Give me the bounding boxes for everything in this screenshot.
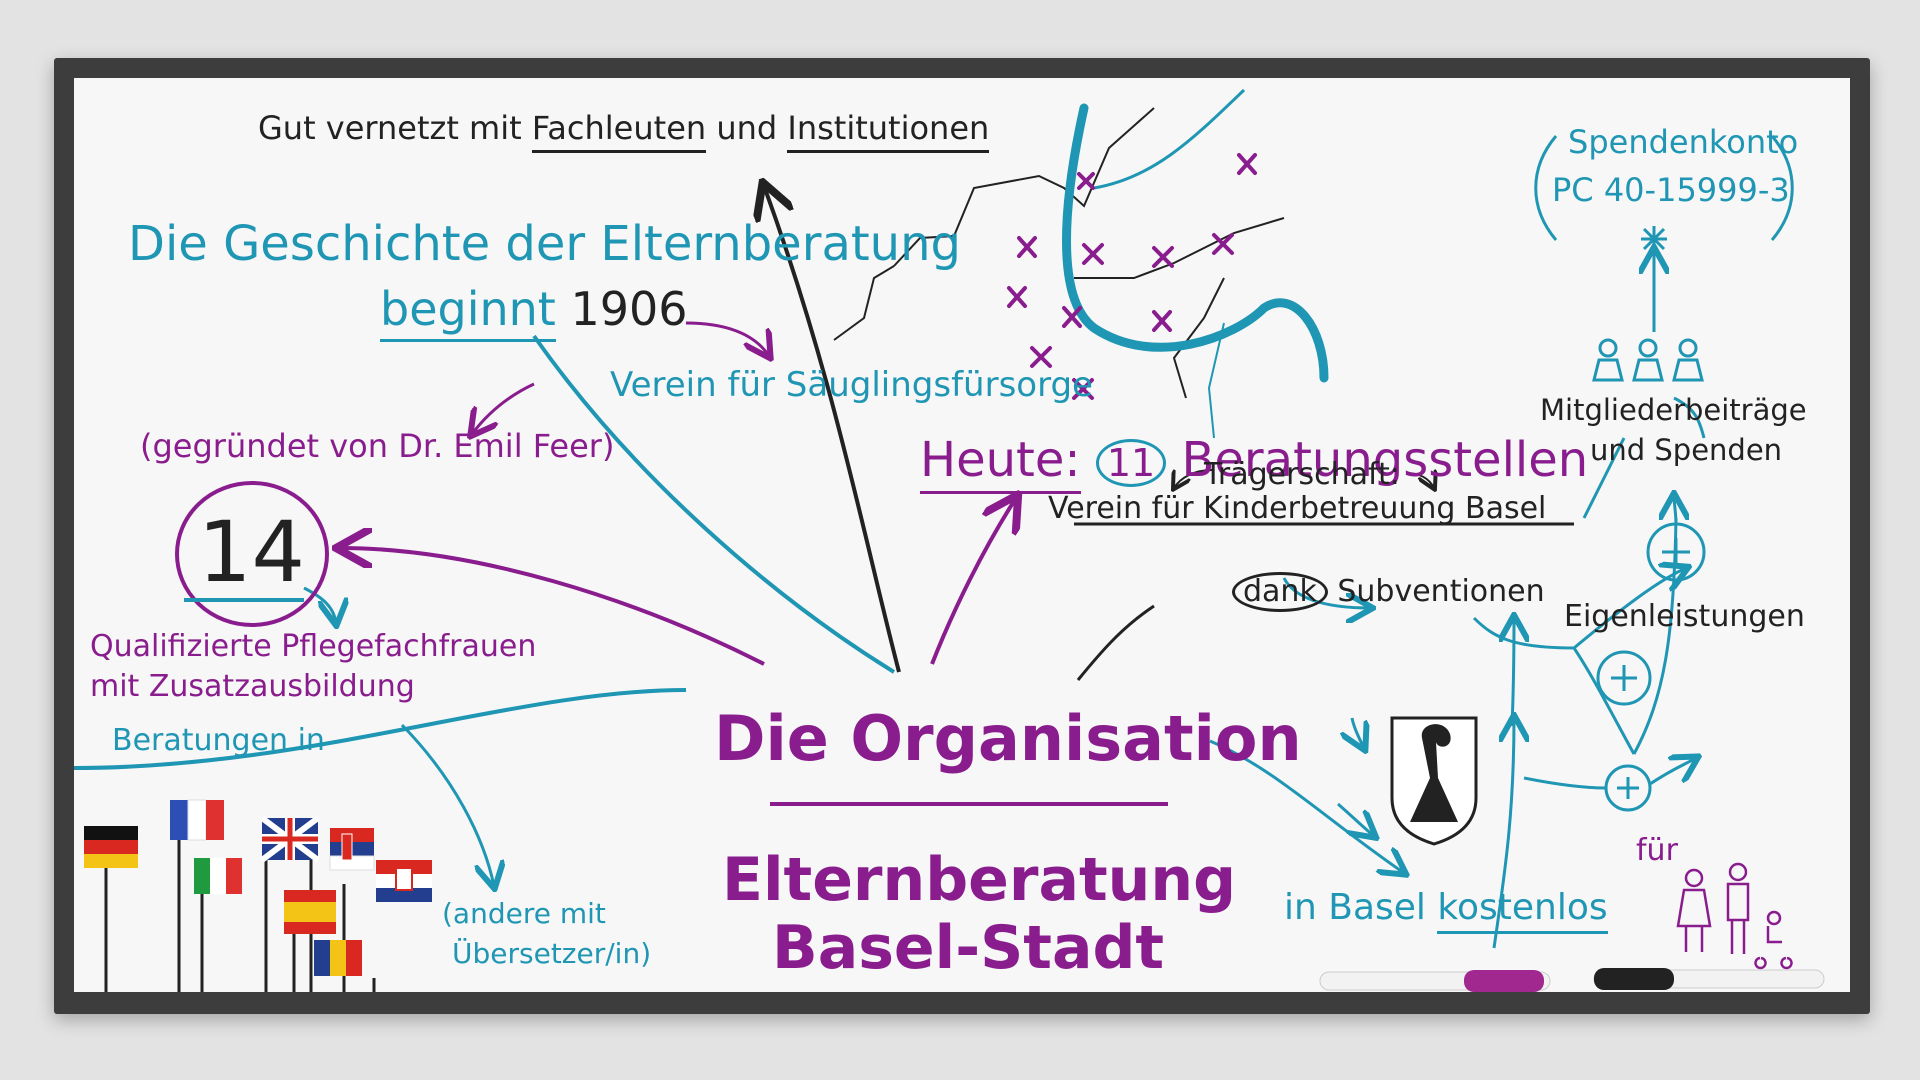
nurses-count: 14 [198, 503, 305, 601]
funding-subsidies: Subventionen [1337, 574, 1545, 609]
history-begins: beginnt 1906 [380, 282, 688, 342]
star-icon [1641, 226, 1667, 252]
network-institutions: Institutionen [787, 109, 990, 153]
funding-thanks-word: dank [1232, 572, 1328, 612]
history-begins-word: beginnt [380, 282, 556, 342]
funding-members-1: Mitgliederbeiträge [1540, 393, 1807, 427]
today-count: 11 [1095, 439, 1167, 487]
funding-free: in Basel kostenlos [1284, 887, 1608, 934]
mindmap-connectors [74, 88, 1825, 992]
funding-thanks: dank Subventionen [1232, 572, 1545, 612]
funding-account-2: PC 40-15999-3 [1552, 171, 1790, 209]
flag-croatia-icon [376, 860, 432, 902]
consultations-others-2: Übersetzer/in) [452, 937, 652, 970]
funding-for: für [1636, 833, 1678, 868]
center-subtitle-2: Basel-Stadt [772, 913, 1165, 983]
center-subtitle-1: Elternberatung [722, 845, 1237, 915]
line-to-nurses [340, 548, 765, 666]
nurses-count-circle [175, 481, 329, 627]
flag-romania-icon [314, 940, 362, 976]
basel-map-icon [833, 88, 1329, 439]
history-title: Die Geschichte der Elternberatung [128, 216, 961, 272]
funding-members-2: und Spenden [1590, 433, 1783, 467]
history-founder: (gegründet von Dr. Emil Feer) [140, 427, 615, 465]
plus-icon [1596, 650, 1652, 706]
line-to-others [400, 723, 494, 886]
sponsorship-label: Trägerschaft: [1204, 457, 1400, 492]
history-association: Verein für Säuglingsfürsorge [610, 365, 1093, 405]
network-experts: Fachleuten [531, 109, 707, 153]
flag-uk-icon [260, 815, 320, 863]
nurses-line1: Qualifizierte Pflegefachfrauen [90, 629, 537, 664]
today-label: Heute: [920, 432, 1081, 494]
line-to-history [532, 334, 896, 674]
flag-italy-icon [194, 858, 242, 894]
nurses-line2: mit Zusatzausbildung [90, 669, 415, 704]
people-icon [1592, 338, 1704, 382]
funding-free-word: kostenlos [1437, 887, 1608, 934]
flag-germany-icon [84, 826, 138, 868]
marker-black-icon [1593, 968, 1825, 990]
today-heading: Heute: 11 Beratungsstellen [920, 432, 1588, 494]
flag-serbia-icon [329, 828, 375, 871]
funding-account-1: Spendenkonto [1568, 123, 1799, 161]
line-to-sponsorship [1076, 604, 1155, 681]
basel-coat-of-arms-icon [1390, 716, 1478, 846]
center-title: Die Organisation [714, 702, 1302, 775]
today-text: Beratungsstellen [1181, 432, 1589, 488]
network-heading: Gut vernetzt mit Fachleuten und Institut… [258, 109, 990, 153]
funding-free-prefix: in Basel [1284, 887, 1426, 928]
flags-illustration [84, 799, 432, 992]
line-to-funding [1209, 739, 1404, 873]
line-to-today [930, 498, 1016, 665]
network-and: und [716, 109, 778, 147]
sponsorship-org: Verein für Kinderbetreuung Basel [1048, 491, 1547, 526]
flag-france-icon [170, 799, 224, 841]
line-to-network [764, 186, 901, 673]
funding-own: Eigenleistungen [1564, 599, 1805, 634]
marker-purple-icon [1319, 970, 1551, 992]
history-year: 1906 [570, 282, 688, 336]
family-icon [1676, 862, 1793, 970]
network-prefix: Gut vernetzt mit [258, 109, 522, 147]
whiteboard: Gut vernetzt mit Fachleuten und Institut… [74, 78, 1850, 992]
consultations-others-1: (andere mit [442, 897, 606, 930]
consultations-label: Beratungen in [112, 723, 325, 758]
flag-spain-icon [284, 890, 336, 934]
